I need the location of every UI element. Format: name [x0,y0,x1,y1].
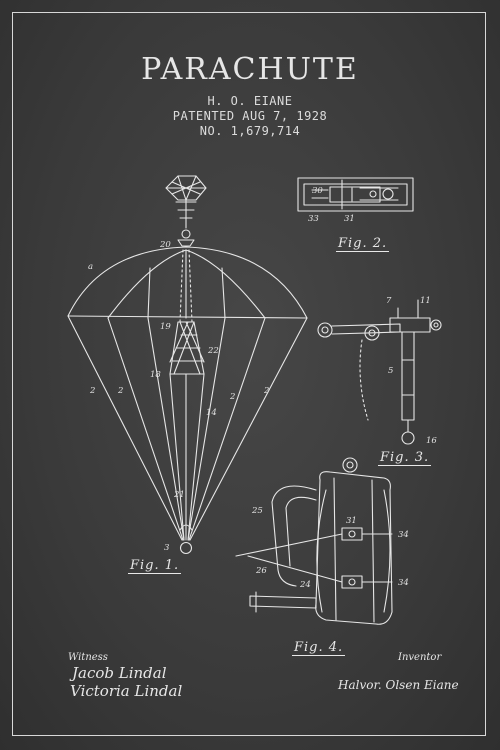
part-label: 19 [160,322,171,332]
part-label: 26 [256,566,267,576]
part-label: 21 [174,490,185,500]
inventor-signature: Halvor. Olsen Eiane [338,678,459,692]
fig1-parachute-drawing [68,176,307,554]
part-label: 34 [398,578,409,588]
part-label: 25 [252,506,263,516]
part-label: 22 [208,346,219,356]
fig3-caption: Fig. 3. [378,450,432,466]
part-label: 16 [426,436,437,446]
patent-title: PARACHUTE [141,52,359,87]
witness-signature-2: Victoria Lindal [70,682,183,700]
part-label: 5 [388,366,394,376]
part-label: 24 [300,580,311,590]
witness-signature-1: Jacob Lindal [72,664,167,682]
fig1-caption: Fig. 1. [128,558,182,574]
part-label: 11 [420,296,431,306]
patent-date: PATENTED AUG 7, 1928 [172,109,328,123]
inventor-label: Inventor [398,652,442,663]
fig2-caption: Fig. 2. [336,236,390,252]
part-label: 3 [164,543,170,553]
part-label: 2 [118,386,124,396]
part-label: 7 [386,296,392,306]
part-label: 30 [312,186,323,196]
fig4-pack-drawing [236,458,392,624]
part-label: 2 [264,386,270,396]
fig4-caption: Fig. 4. [292,640,346,656]
part-label: 2 [90,386,96,396]
fig3-fitting-drawing [318,300,441,444]
part-label: 14 [206,408,217,418]
part-label: 20 [160,240,171,250]
inventor-name: H. O. EIANE [207,94,293,108]
part-label: 31 [344,214,355,224]
part-label: 2 [230,392,236,402]
part-label: 31 [346,516,357,526]
part-label: 18 [150,370,161,380]
part-label: 34 [398,530,409,540]
part-label: 33 [308,214,319,224]
patent-number: NO. 1,679,714 [199,124,301,138]
fig2-buckle-drawing [298,178,413,211]
border-frame [12,12,486,736]
part-label: a [88,262,94,272]
witness-label: Witness [68,652,108,663]
